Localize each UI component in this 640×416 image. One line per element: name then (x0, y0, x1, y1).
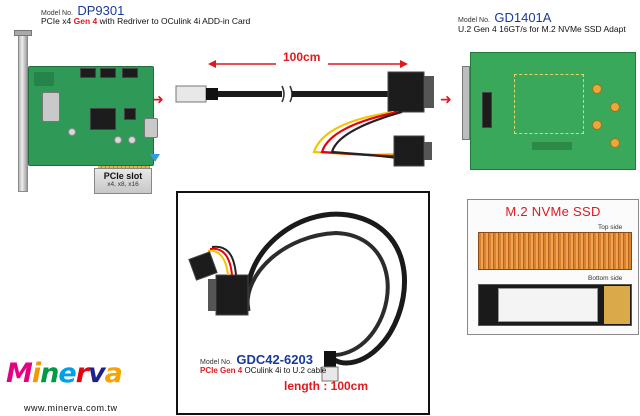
website-url: www.minerva.com.tw (24, 403, 118, 413)
ssd-top-side-label: Top side (598, 224, 623, 231)
ssd-box: M.2 NVMe SSD Top side Bottom side (467, 199, 639, 335)
logo-letter: M (6, 358, 33, 389)
standoff-3 (592, 120, 602, 130)
cable-description: PCIe Gen 4 OCulink 4i to U.2 cable (200, 366, 327, 375)
u2-connector (387, 71, 425, 113)
adapter-chip-1 (80, 68, 96, 78)
u2-model-line: Model No. GD1401A (458, 9, 551, 27)
frame-wire-red (209, 247, 233, 276)
adapter-chip-4 (124, 108, 136, 120)
standoff-4 (610, 138, 620, 148)
down-arrow-icon (150, 154, 160, 162)
logo-letter: i (31, 358, 41, 389)
right-arrow-icon: ➜ (152, 91, 164, 107)
m2-slot-area (514, 74, 584, 134)
logo-letter: r (75, 358, 89, 389)
right-arrow-icon-2: ➜ (440, 91, 452, 107)
cable-photo-frame: Model No. GDC42-6203 PCIe Gen 4 OCulink … (176, 191, 430, 415)
cable-break-1 (281, 85, 285, 103)
capacitor-1 (68, 128, 76, 136)
frame-sata-connector (188, 251, 218, 281)
pcie-slot-sub: x4, x8, x16 (107, 181, 139, 188)
sata-power-connector (393, 135, 425, 167)
dim-arrow-left-icon (208, 60, 216, 68)
logo-letter: a (104, 358, 123, 389)
ssd-product-sticker (498, 288, 598, 322)
cable-length-label: 100cm (283, 50, 321, 64)
logo-letter: v (88, 358, 106, 389)
u2-silk-block (532, 142, 572, 150)
dim-arrow-right-icon (400, 60, 408, 68)
adapter-model-number: DP9301 (77, 3, 125, 18)
frame-u2-face (208, 279, 216, 311)
u2-adapter-photo (460, 44, 638, 174)
frame-oculink-boot (324, 351, 336, 369)
adapter-chip-3 (122, 68, 138, 78)
adapter-pcb-block (34, 72, 54, 86)
logo-letter: n (40, 358, 59, 389)
cable-model-prefix: Model No. (200, 359, 232, 366)
ssd-heatsink (478, 232, 632, 270)
oculink-connector (175, 85, 207, 103)
ssd-title: M.2 NVMe SSD (505, 204, 601, 219)
minerva-logo: Minerva (6, 358, 123, 389)
cable-model-line: Model No. GDC42-6203 (200, 351, 313, 369)
capacitor-2 (114, 136, 122, 144)
pcie-slot-label: PCIe slot x4, x8, x16 (94, 168, 152, 194)
adapter-model-prefix: Model No. (41, 10, 73, 17)
sata-power-face (424, 142, 432, 160)
cable-model-number: GDC42-6203 (236, 352, 313, 367)
pcie-slot-title: PCIe slot (103, 171, 143, 181)
u2-connector-face (424, 76, 434, 108)
ssd-bottom-side-label: Bottom side (588, 275, 623, 282)
oculink-port-1 (42, 92, 60, 122)
frame-wire-yellow (207, 249, 229, 276)
u2-side-bracket (462, 66, 470, 140)
wire-black (330, 110, 403, 160)
adapter-model-line: Model No. DP9301 (41, 2, 124, 20)
frame-wire-black (211, 245, 237, 276)
cable-coil-outer (244, 211, 408, 366)
cable-length-text: length : 100cm (284, 379, 369, 393)
oculink-port-2 (144, 118, 158, 138)
frame-u2-connector (215, 274, 249, 316)
cable-gen-highlight: PCIe Gen 4 (200, 366, 243, 375)
adapter-description: PCIe x4 Gen 4 with Redriver to OCulink 4… (41, 16, 251, 26)
standoff-1 (592, 84, 602, 94)
adapter-chip-2 (100, 68, 116, 78)
u2-model-number: GD1401A (494, 10, 552, 25)
bracket-tab (14, 30, 32, 36)
capacitor-3 (128, 136, 136, 144)
u2-model-prefix: Model No. (458, 17, 490, 24)
cable-break-2 (289, 85, 293, 103)
cable-coil-inner (245, 230, 390, 357)
frame-oculink-connector (321, 366, 339, 382)
pcie-bracket (18, 30, 28, 192)
redriver-chip (90, 108, 116, 130)
standoff-2 (610, 102, 620, 112)
u2-description: U.2 Gen 4 16GT/s for M.2 NVMe SSD Adapt (458, 24, 626, 34)
u2-port (482, 92, 492, 128)
u2-adapter-pcb (470, 52, 636, 170)
ssd-heatsink-edge (604, 286, 630, 324)
cable-strip-drawing (175, 60, 434, 167)
adapter-gen-highlight: Gen 4 (73, 16, 98, 26)
logo-letter: e (58, 358, 76, 389)
cable-coil-drawing (188, 211, 408, 382)
oculink-boot (206, 88, 218, 100)
